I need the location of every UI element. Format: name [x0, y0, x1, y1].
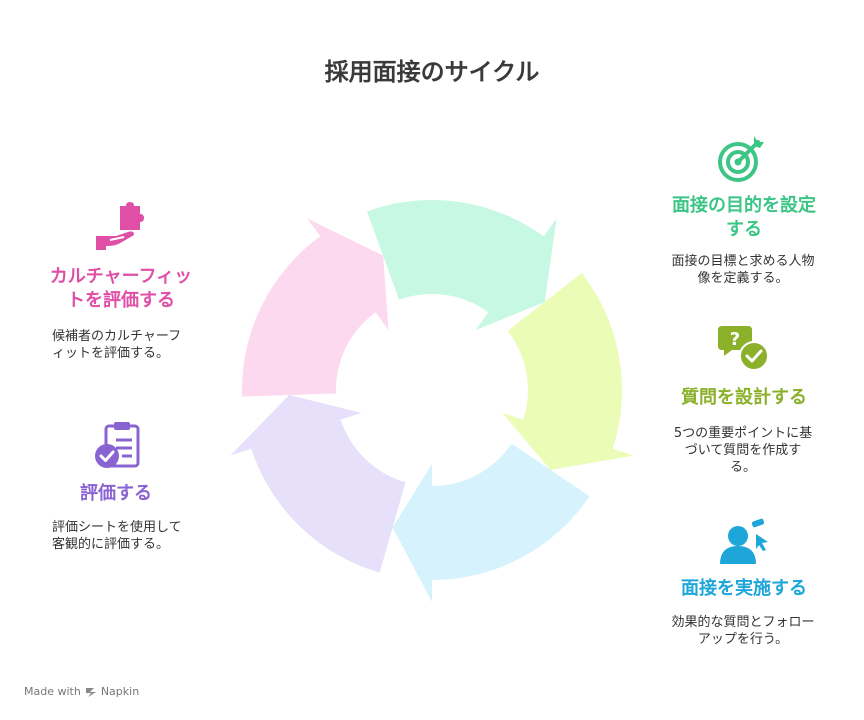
napkin-logo-icon — [85, 687, 96, 697]
interviewer-icon — [720, 518, 768, 564]
target-icon — [718, 136, 764, 182]
step-5-description: 候補者のカルチャーフィットを評価する。 — [52, 329, 182, 361]
cycle-arrow-4 — [230, 394, 406, 573]
step-5-heading: カルチャーフィットを評価する — [49, 266, 193, 311]
step-1-description: 面接の目標と求める人物像を定義する。 — [671, 254, 815, 286]
footer-brand: Napkin — [100, 685, 140, 698]
step-2-description: 5つの重要ポイントに基づいて質問を作成する。 — [673, 426, 813, 475]
puzzle-hand-icon — [96, 202, 144, 250]
cycle-arrow-1 — [367, 200, 557, 331]
cycle-arrow-3 — [392, 443, 590, 602]
svg-text:?: ? — [730, 329, 740, 350]
step-3-description: 効果的な質問とフォローアップを行う。 — [671, 615, 815, 647]
clipboard-check-icon — [95, 422, 140, 468]
step-3-heading: 面接を実施する — [681, 578, 807, 599]
footer-made-with: Made with — [24, 685, 81, 698]
step-1-heading: 面接の目的を設定する — [672, 195, 816, 240]
step-2-heading: 質問を設計する — [681, 387, 807, 408]
page-title: 採用面接のサイクル — [324, 58, 540, 86]
footer-credit: Made with Napkin — [24, 685, 139, 698]
step-4-description: 評価シートを使用して客観的に評価する。 — [52, 520, 182, 552]
step-4-heading: 評価する — [80, 483, 152, 504]
cycle-arrow-2 — [502, 273, 634, 470]
question-chat-icon: ? — [718, 326, 769, 371]
cycle-arrow-5 — [242, 218, 389, 397]
